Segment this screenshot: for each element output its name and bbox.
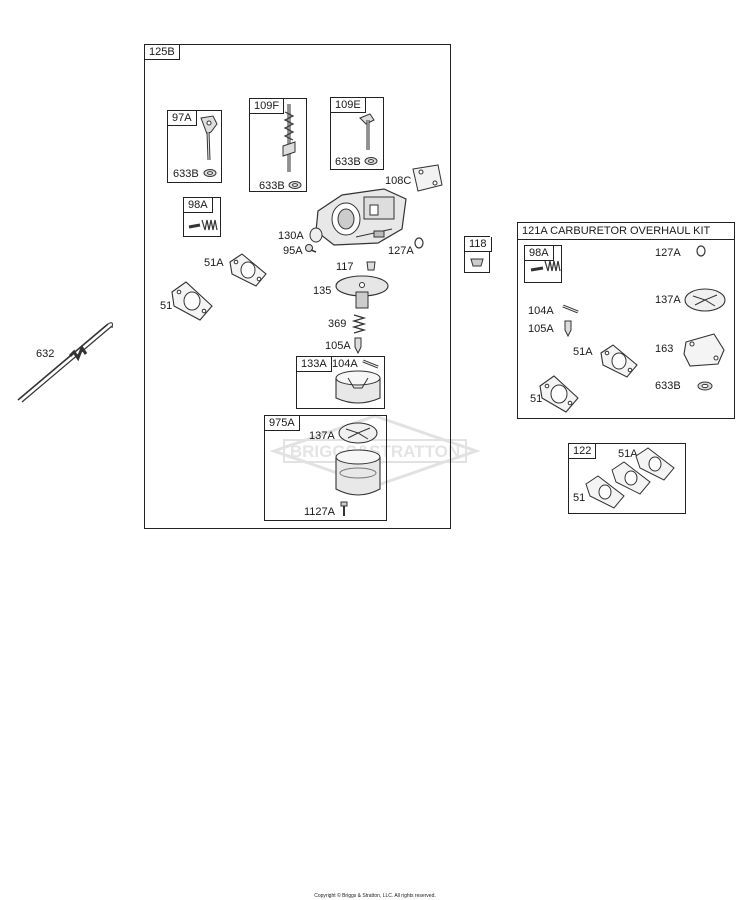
- kit-part-label-105A[interactable]: 105A: [528, 323, 554, 335]
- kit-pin-104A-drawing: [562, 304, 579, 314]
- gasket-set-drawing: [585, 447, 675, 509]
- kit-diaphragm-gasket-137A-drawing: [684, 288, 726, 312]
- copyright-notice: Copyright © Briggs & Stratton, LLC. All …: [314, 893, 436, 899]
- part-label-105A[interactable]: 105A: [325, 340, 351, 352]
- o-ring-127A-drawing: [414, 237, 424, 249]
- bowl-screw-1127A-drawing: [340, 501, 348, 516]
- kit-part-label-51A[interactable]: 51A: [573, 346, 593, 358]
- part-label-97A-633B[interactable]: 633B: [173, 168, 199, 180]
- part-box-133A: 133A: [296, 356, 385, 409]
- part-box-118: 118: [464, 236, 492, 273]
- part-label-127A[interactable]: 127A: [388, 245, 414, 257]
- part-label-95A[interactable]: 95A: [283, 245, 303, 257]
- pin-104A-drawing: [362, 359, 379, 369]
- part-label-369[interactable]: 369: [328, 318, 347, 330]
- kit-intake-gasket-51A-drawing: [600, 344, 638, 378]
- part-box-975A: 975A: [264, 415, 387, 521]
- intake-gasket-51A-drawing: [229, 253, 267, 287]
- needle-105A-drawing: [354, 337, 362, 355]
- governor-link-632-drawing: [17, 322, 113, 403]
- kit-o-ring-127A-drawing: [696, 245, 706, 257]
- part-label-130A[interactable]: 130A: [278, 230, 304, 242]
- kit-part-label-163[interactable]: 163: [655, 343, 674, 355]
- part-label-104A[interactable]: 104A: [332, 358, 358, 370]
- kit-gasket-163-drawing: [683, 333, 725, 367]
- part-label-975A[interactable]: 975A: [265, 416, 300, 431]
- part-label-137A[interactable]: 137A: [309, 430, 335, 442]
- part-box-97A: 97A: [167, 110, 222, 183]
- jet-117-drawing: [366, 261, 376, 271]
- kit-part-label-51[interactable]: 51: [530, 393, 543, 405]
- main-assembly-frame: 125B: [144, 44, 451, 529]
- part-box-109E: 109E: [330, 97, 384, 170]
- seal-633B-drawing: [288, 181, 302, 189]
- idle-screw-spring-drawing: [188, 219, 218, 231]
- kit-part-label-98A[interactable]: 98A: [525, 246, 554, 261]
- part-label-632[interactable]: 632: [36, 348, 55, 360]
- float-135-drawing: [335, 275, 389, 309]
- gasket-set-frame: 122: [568, 443, 686, 514]
- part-box-98A: 98A: [183, 197, 221, 237]
- part-label-51[interactable]: 51: [160, 300, 173, 312]
- part-label-1127A[interactable]: 1127A: [304, 506, 335, 518]
- throttle-plate-drawing: [309, 227, 323, 243]
- bowl-975A-drawing: [335, 449, 381, 496]
- part-label-109E-633B[interactable]: 633B: [335, 156, 361, 168]
- gasket-set-label[interactable]: 122: [569, 444, 597, 459]
- carburetor-body-drawing: [315, 188, 407, 246]
- part-label-108C[interactable]: 108C: [385, 175, 412, 187]
- gasket-set-label-51[interactable]: 51: [573, 492, 586, 504]
- screw-95A-drawing: [305, 244, 317, 253]
- overhaul-kit-title[interactable]: 121A CARBURETOR OVERHAUL KIT: [518, 223, 734, 240]
- intake-gasket-51-drawing: [171, 281, 213, 321]
- kit-part-box-98A: 98A: [524, 245, 562, 283]
- kit-needle-105A-drawing: [564, 320, 572, 338]
- part-label-109F-633B[interactable]: 633B: [259, 180, 285, 192]
- float-bowl-133A-drawing: [335, 370, 381, 404]
- throttle-shaft-drawing: [200, 115, 218, 161]
- part-label-133A[interactable]: 133A: [297, 357, 332, 372]
- part-label-135[interactable]: 135: [313, 285, 332, 297]
- choke-plate-gasket-drawing: [412, 164, 443, 192]
- overhaul-kit-frame: 121A CARBURETOR OVERHAUL KIT: [517, 222, 735, 419]
- watermark-text: BRIGGS&STRATTON: [290, 442, 460, 461]
- part-label-117[interactable]: 117: [336, 261, 354, 273]
- diaphragm-gasket-137A-drawing: [338, 422, 378, 444]
- part-box-109F: 109F: [249, 98, 307, 192]
- kit-seal-633B-drawing: [697, 381, 713, 391]
- part-label-97A[interactable]: 97A: [168, 111, 197, 126]
- kit-intake-gasket-51-drawing: [539, 375, 579, 413]
- kit-part-label-127A[interactable]: 127A: [655, 247, 681, 259]
- kit-part-label-137A[interactable]: 137A: [655, 294, 681, 306]
- part-label-109F[interactable]: 109F: [250, 99, 285, 114]
- part-118-drawing: [470, 258, 484, 267]
- gasket-set-label-51A[interactable]: 51A: [618, 448, 638, 460]
- part-label-98A[interactable]: 98A: [184, 198, 213, 213]
- seal-633B-drawing: [364, 157, 378, 165]
- part-label-109E[interactable]: 109E: [331, 98, 366, 113]
- part-label-51A[interactable]: 51A: [204, 257, 224, 269]
- choke-shaft-drawing: [282, 104, 296, 172]
- seal-633B-drawing: [203, 169, 217, 177]
- part-label-118[interactable]: 118: [465, 237, 492, 252]
- choke-lever-drawing: [359, 113, 375, 150]
- main-assembly-label[interactable]: 125B: [145, 45, 180, 60]
- kit-idle-screw-spring-drawing: [530, 260, 561, 272]
- kit-part-label-633B[interactable]: 633B: [655, 380, 681, 392]
- kit-part-label-104A[interactable]: 104A: [528, 305, 554, 317]
- spring-369-drawing: [351, 314, 367, 334]
